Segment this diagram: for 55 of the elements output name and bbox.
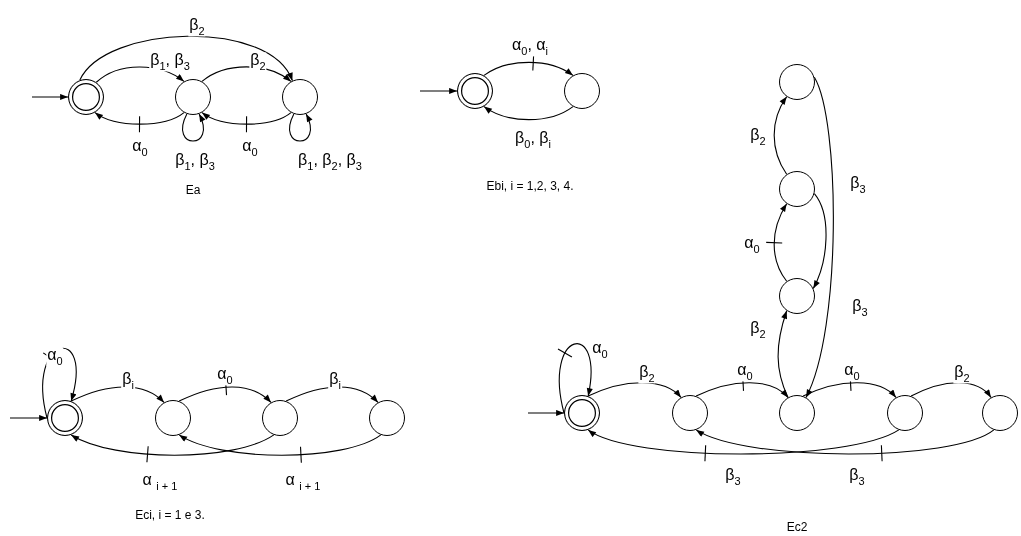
transition-arrow [773, 203, 788, 282]
transition-arrow [802, 382, 897, 398]
self-loop-arrow [42, 348, 77, 419]
self-loop-arrow [558, 343, 593, 414]
edge-label: β$_{2}$ [953, 364, 971, 384]
edge-label: β$_{2}$ [749, 320, 767, 340]
edge-label: β$_{3}$ [724, 467, 742, 487]
transition-arrow [94, 112, 185, 125]
edge-label: β$_{1}$, β$_{3}$ [174, 152, 216, 172]
edge-label: β$_{0}$, β$_{i}$ [514, 130, 552, 150]
edge-label: β$_{2}$ [638, 364, 656, 384]
transition-arrow [587, 382, 682, 398]
start-arrow [9, 414, 48, 422]
self-loop-arrow [288, 113, 312, 142]
edge-label: β$_{3}$ [851, 298, 869, 318]
start-arrow [419, 87, 458, 95]
transition-arrow [695, 382, 789, 398]
start-arrow [31, 93, 69, 101]
edge-label: α$_{0}$ [46, 347, 64, 367]
transition-arrow [201, 66, 292, 82]
diagram-caption: Ea [185, 183, 201, 197]
accepting-state-circle [47, 400, 83, 436]
edge-label: β$_{1}$, β$_{3}$ [149, 52, 191, 72]
edge-label: β$_{3}$ [849, 175, 867, 195]
self-loop-arrow [181, 113, 205, 142]
accepting-state-circle [68, 79, 104, 115]
edge-label: β$_{2}$ [249, 52, 267, 72]
transition-arrow [910, 382, 992, 398]
edge-label: β$_{i}$ [121, 371, 135, 391]
transition-arrow [483, 106, 574, 121]
transition-arrow [773, 96, 788, 175]
transition-arrow [777, 310, 789, 398]
diagram-caption: Ec2 [786, 520, 808, 534]
transition-arrow [285, 386, 379, 403]
diagram-caption: Ebi, i = 1,2, 3, 4. [486, 179, 574, 193]
transition-arrow [70, 386, 165, 403]
transition-arrow [70, 434, 275, 456]
transition-arrow [178, 386, 272, 403]
transition-arrow [483, 61, 574, 76]
edge-label: β$_{2}$ [188, 17, 206, 37]
accepting-state-circle [564, 395, 600, 431]
transition-arrow [587, 429, 900, 455]
diagram-caption: Eci, i = 1 e 3. [135, 508, 205, 522]
transition-arrow [805, 76, 834, 398]
transition-arrow [812, 193, 827, 289]
edge-label: β$_{3}$ [848, 467, 866, 487]
transition-arrow [201, 112, 292, 125]
transition-arrow [79, 35, 293, 82]
transition-arrow [178, 434, 382, 456]
start-arrow [527, 409, 565, 417]
edge-label: β$_{2}$ [749, 127, 767, 147]
transition-arrow [695, 429, 995, 455]
accepting-state-circle [457, 73, 493, 109]
edge-label: β$_{i}$ [328, 371, 342, 391]
edge-label: β$_{1}$, β$_{2}$, β$_{3}$ [297, 152, 363, 172]
